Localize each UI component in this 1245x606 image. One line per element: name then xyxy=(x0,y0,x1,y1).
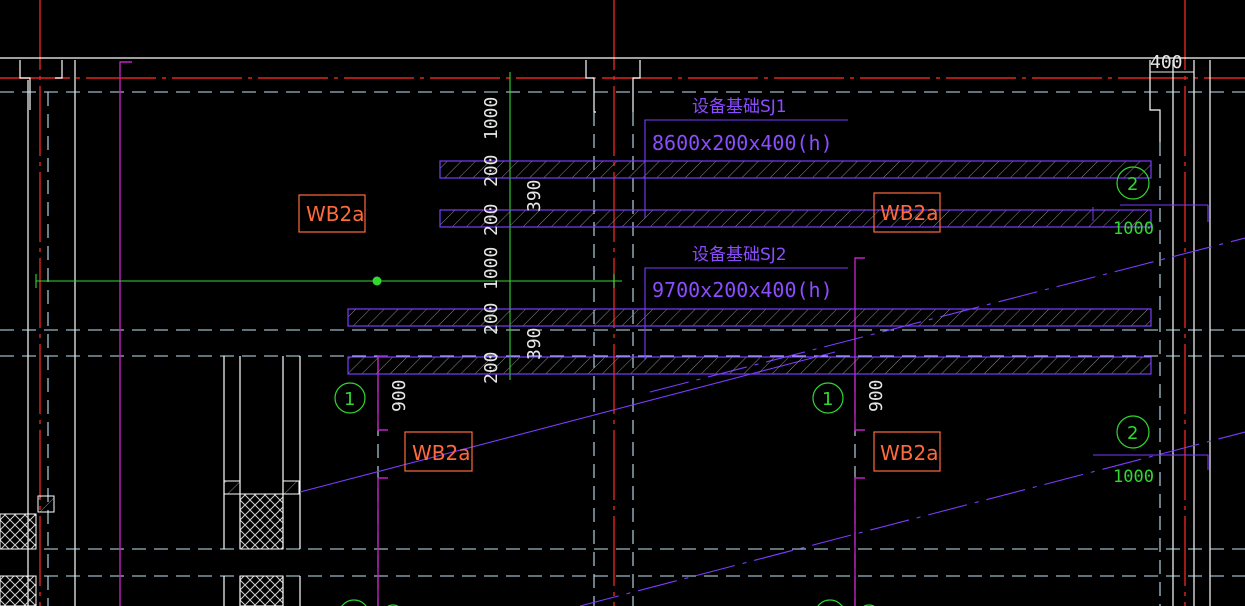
dim-text: 1000 xyxy=(481,97,502,140)
svg-text:WB2a: WB2a xyxy=(880,441,938,465)
svg-text:2: 2 xyxy=(1127,423,1138,444)
dim-text: 900 xyxy=(866,379,887,412)
section-marker[interactable]: 2 xyxy=(1116,166,1150,200)
dim-text: 1000 xyxy=(1113,467,1154,487)
slab-label[interactable]: WB2a xyxy=(873,192,941,233)
dim-text: 390 xyxy=(524,179,545,212)
svg-text:WB2a: WB2a xyxy=(306,202,364,226)
dim-text: 1000 xyxy=(1113,219,1154,239)
top-dimension: 400 xyxy=(1150,52,1194,73)
section-marker-partial xyxy=(341,599,875,606)
section-marker[interactable]: 1 xyxy=(334,382,366,414)
svg-text:1: 1 xyxy=(822,389,833,410)
svg-text:WB2a: WB2a xyxy=(412,441,470,465)
section-marker[interactable]: 2 xyxy=(1116,415,1150,449)
vertical-dimensions: 1000 200 390 200 1000 200 390 200 xyxy=(481,97,545,384)
svg-text:WB2a: WB2a xyxy=(880,201,938,225)
section-marker[interactable]: 1 xyxy=(812,382,844,414)
marker-dimensions: 1000 1000 xyxy=(1092,207,1209,487)
dim-text: 200 xyxy=(481,203,502,236)
svg-text:2: 2 xyxy=(1127,174,1138,195)
dim-text: 400 xyxy=(1150,52,1183,73)
side-dimensions: 900 900 xyxy=(389,379,887,412)
foundation-leaders xyxy=(644,119,848,360)
foundation-sj2[interactable]: 设备基础SJ2 9700x200x400(h) xyxy=(652,245,833,302)
dim-text: 200 xyxy=(481,154,502,187)
foundation-title: 设备基础SJ2 xyxy=(692,245,787,265)
foundation-title: 设备基础SJ1 xyxy=(692,97,787,117)
dim-text: 200 xyxy=(481,351,502,384)
pit-hatches xyxy=(0,480,300,606)
foundation-spec: 8600x200x400(h) xyxy=(652,131,833,155)
dim-text: 1000 xyxy=(481,247,502,290)
dim-text: 200 xyxy=(481,302,502,335)
dim-text: 390 xyxy=(524,327,545,360)
slab-label[interactable]: WB2a xyxy=(404,431,473,472)
selection-grip[interactable] xyxy=(372,276,382,286)
slab-label[interactable]: WB2a xyxy=(873,431,941,472)
section-lines xyxy=(299,204,1245,606)
magenta-lines xyxy=(119,61,865,606)
foundation-strips xyxy=(347,160,1152,375)
dim-text: 900 xyxy=(389,379,410,412)
wall-outlines xyxy=(0,57,1245,606)
foundation-spec: 9700x200x400(h) xyxy=(652,278,833,302)
svg-text:1: 1 xyxy=(344,389,355,410)
foundation-sj1[interactable]: 设备基础SJ1 8600x200x400(h) xyxy=(652,97,833,155)
slab-label[interactable]: WB2a xyxy=(298,194,366,233)
